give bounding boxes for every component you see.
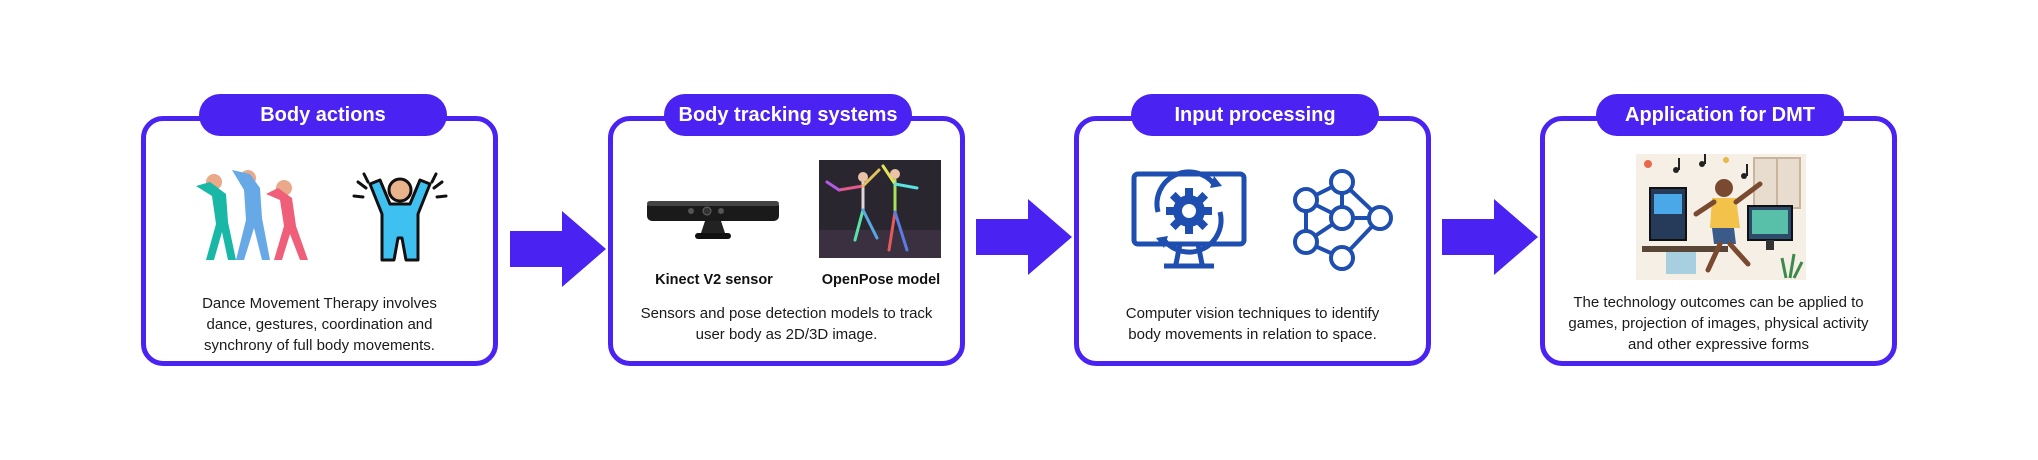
step-title-input-processing: Input processing xyxy=(1131,94,1379,136)
kinect-sensor-icon xyxy=(647,201,779,239)
description-line: Dance Movement Therapy involves xyxy=(202,295,437,312)
description-line: dance, gestures, coordination and xyxy=(206,316,433,333)
neural-network-icon xyxy=(1293,169,1393,271)
flow-arrow xyxy=(510,211,606,287)
description-line: The technology outcomes can be applied t… xyxy=(1573,294,1864,311)
step-description-body-actions: Dance Movement Therapy involves dance, g… xyxy=(151,293,488,356)
flow-arrow xyxy=(976,199,1072,275)
computer-gear-icon xyxy=(1131,169,1247,269)
description-line: Computer vision techniques to identify xyxy=(1125,305,1380,322)
celebrating-person-icon xyxy=(352,172,448,262)
description-line: synchrony of full body movements. xyxy=(204,337,435,354)
description-line: Sensors and pose detection models to tra… xyxy=(640,305,933,322)
step-description-body-tracking: Sensors and pose detection models to tra… xyxy=(618,303,955,345)
step-title-body-actions: Body actions xyxy=(199,94,447,136)
dancing-gamer-illustration xyxy=(1636,154,1806,280)
description-line: body movements in relation to space. xyxy=(1128,326,1377,343)
dancers-icon xyxy=(196,170,308,260)
step-title-application-for-dmt: Application for DMT xyxy=(1596,94,1844,136)
caption-kinect: Kinect V2 sensor xyxy=(655,272,773,288)
openpose-dancers-image xyxy=(819,160,941,258)
step-description-input-processing: Computer vision techniques to identify b… xyxy=(1084,303,1421,345)
step-title-body-tracking-systems: Body tracking systems xyxy=(664,94,912,136)
description-line: and other expressive forms xyxy=(1628,336,1809,353)
description-line: user body as 2D/3D image. xyxy=(695,326,878,343)
description-line: games, projection of images, physical ac… xyxy=(1568,315,1869,332)
caption-openpose: OpenPose model xyxy=(821,272,941,288)
step-description-application: The technology outcomes can be applied t… xyxy=(1550,292,1887,355)
flow-arrow xyxy=(1442,199,1538,275)
